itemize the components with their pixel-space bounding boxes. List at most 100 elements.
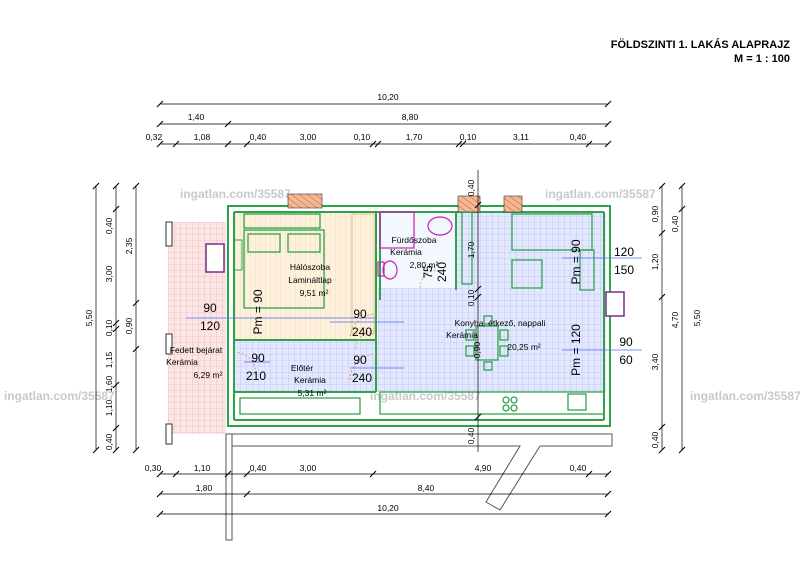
dim-label: 0,30 <box>145 463 162 473</box>
radiator <box>233 239 243 271</box>
living-furniture <box>379 211 605 415</box>
dims-left: 5,50 0,40 2,35 0,10 1,15 1,10 0,40 3,00 … <box>84 217 134 450</box>
dim-label: 0,10 <box>460 132 477 142</box>
room-area: 20,25 m² <box>507 342 541 352</box>
walls <box>227 205 611 427</box>
opening-width: 90 <box>251 351 265 365</box>
opening-height: 150 <box>614 263 634 277</box>
dim-label: 0,40 <box>104 217 114 234</box>
dim-label: 1,40 <box>188 112 205 122</box>
watermark-text: ingatlan.com/35587 <box>545 187 656 201</box>
dim-label: 0,40 <box>466 179 476 196</box>
terrace <box>225 433 613 541</box>
opening-width: 90 <box>619 335 633 349</box>
dim-label: 1,70 <box>406 132 423 142</box>
opening-width: 75 <box>421 265 435 279</box>
hall-floor <box>234 340 378 392</box>
watermark-text: ingatlan.com/35587 <box>690 389 800 403</box>
parapet-height: Pm = 120 <box>569 324 583 376</box>
room-floor: Kerámia <box>294 375 326 385</box>
dim-label: 8,40 <box>418 483 435 493</box>
room-name: Előtér <box>291 363 313 373</box>
dimension-lines <box>95 103 683 515</box>
room-name: Konyha, étkező, nappali <box>455 318 546 328</box>
entrance-post <box>165 221 173 247</box>
dim-label: 0,40 <box>670 215 680 232</box>
dim-label: 10,20 <box>377 92 399 102</box>
dim-label: 0,40 <box>466 427 476 444</box>
room-area: 5,31 m² <box>298 388 327 398</box>
dim-label: 0,40 <box>570 132 587 142</box>
chimney-block <box>287 193 323 209</box>
room-area: 2,80 m² <box>410 260 439 270</box>
room-labels: Hálószoba Lamináltlap 9,51 m² Fürdőszoba… <box>166 235 545 398</box>
entrance-post <box>165 333 173 355</box>
watermark-text: ingatlan.com/35587 <box>4 389 115 403</box>
axis-lines <box>186 257 642 369</box>
dim-label: 1,10 <box>194 463 211 473</box>
opening-height: 240 <box>352 371 372 385</box>
opening-width: 120 <box>614 245 634 259</box>
dim-label: 1,80 <box>196 483 213 493</box>
dimension-ticks <box>92 100 686 518</box>
opening-width: 90 <box>353 307 367 321</box>
opening-height: 210 <box>246 369 266 383</box>
room-floor: Kerámia <box>390 247 422 257</box>
dim-label: 1,10 <box>104 399 114 416</box>
dim-label: 10,20 <box>377 503 399 513</box>
dim-label: 0,40 <box>104 433 114 450</box>
dim-label: 0,90 <box>472 341 482 358</box>
room-area: 6,29 m² <box>194 370 223 380</box>
dim-label: 0,32 <box>146 132 163 142</box>
dim-label: 0,90 <box>124 317 134 334</box>
dims-interior: 0,40 1,70 0,10 0,40 0,90 <box>466 179 482 444</box>
wardrobe <box>351 213 375 335</box>
opening-height: 240 <box>352 325 372 339</box>
dim-label: 0,40 <box>250 463 267 473</box>
dim-label: 1,60 <box>104 375 114 392</box>
bathroom-fixtures <box>377 211 453 280</box>
dim-label: 3,00 <box>300 463 317 473</box>
dim-label: 0,90 <box>650 205 660 222</box>
dim-label: 5,50 <box>692 309 702 326</box>
opening-labels: 90 120 90 240 75 240 90 210 90 240 120 1… <box>200 239 634 385</box>
dim-label: 8,80 <box>402 112 419 122</box>
watermark-text: ingatlan.com/35587 <box>180 187 291 201</box>
dim-label: 5,50 <box>84 309 94 326</box>
room-name: Fürdőszoba <box>392 235 437 245</box>
opening-height: 240 <box>435 262 449 282</box>
dims-right: 0,90 1,20 3,40 0,40 0,40 4,70 5,50 <box>650 205 702 448</box>
hall-bench <box>239 397 361 415</box>
dim-label: 1,20 <box>650 253 660 270</box>
dim-label: 3,00 <box>300 132 317 142</box>
dim-label: 0,40 <box>570 463 587 473</box>
parapet-height: Pm = 90 <box>569 239 583 284</box>
dim-label: 0,10 <box>104 319 114 336</box>
chimney-block <box>503 195 523 213</box>
radiator <box>605 291 625 317</box>
opening-width: 90 <box>203 301 217 315</box>
opening-height: 60 <box>619 353 633 367</box>
dim-label: 4,90 <box>475 463 492 473</box>
opening-width: 90 <box>353 353 367 367</box>
dim-label: 1,15 <box>104 351 114 368</box>
dim-label: 3,40 <box>650 353 660 370</box>
dim-label: 2,35 <box>124 237 134 254</box>
entrance-post <box>165 423 173 445</box>
bed <box>243 213 325 309</box>
parapet-height: Pm = 90 <box>251 289 265 334</box>
dim-label: 0,40 <box>250 132 267 142</box>
dim-label: 0,10 <box>466 289 476 306</box>
dim-label: 0,10 <box>354 132 371 142</box>
room-name: Fedett bejárat <box>170 345 223 355</box>
plan-scale: M = 1 : 100 <box>734 53 790 65</box>
opening-height: 120 <box>200 319 220 333</box>
dim-label: 4,70 <box>670 311 680 328</box>
dims-bottom: 0,30 1,10 0,40 3,00 4,90 0,40 1,80 8,40 … <box>145 463 587 513</box>
dim-label: 3,11 <box>513 132 529 142</box>
chimney-block <box>457 195 481 213</box>
room-name: Hálószoba <box>290 262 330 272</box>
room-floor: Kerámia <box>166 357 198 367</box>
dim-label: 0,40 <box>650 431 660 448</box>
